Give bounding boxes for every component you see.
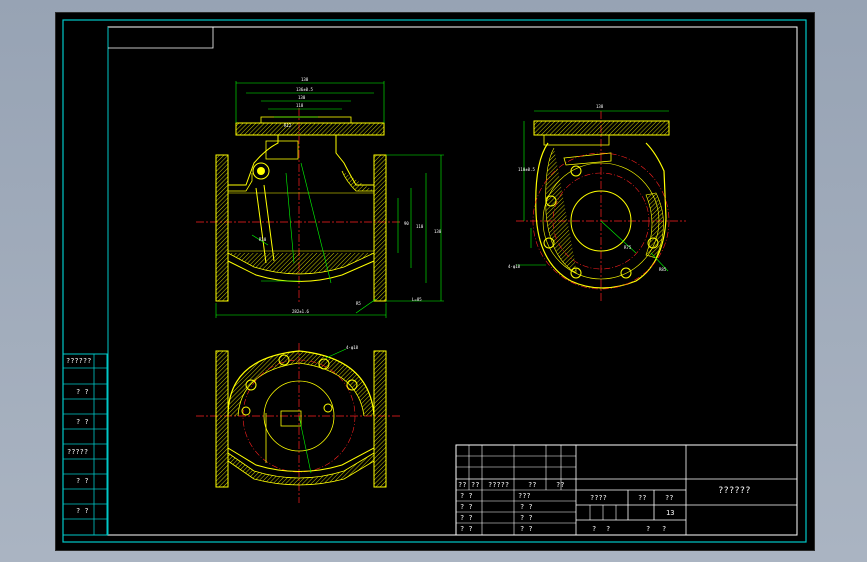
inner-frame bbox=[107, 26, 798, 536]
svg-text:R12: R12 bbox=[284, 123, 292, 128]
drawing-canvas: ?????? ? ? ? ? ????? ? ? ? ? ?????? bbox=[62, 19, 807, 543]
svg-text:R75: R75 bbox=[624, 245, 632, 250]
bottom-label-1: ? bbox=[592, 525, 596, 533]
bottom-label-4: ? bbox=[662, 525, 666, 533]
outer-frame bbox=[62, 19, 807, 543]
valve-top-section: 4-φ18 bbox=[196, 343, 401, 503]
valve-front-section: 138 136±0.5 130 118 R12 130 110 90 282±1… bbox=[196, 77, 444, 318]
svg-text:90: 90 bbox=[404, 221, 409, 226]
svg-text:4-φ18: 4-φ18 bbox=[508, 264, 521, 269]
header-cell-1: ?? bbox=[458, 481, 466, 489]
svg-text:110: 110 bbox=[416, 224, 424, 229]
svg-text:4-φ18: 4-φ18 bbox=[346, 345, 359, 350]
header-cell-4: ?? bbox=[528, 481, 536, 489]
svg-text:110±0.5: 110±0.5 bbox=[518, 167, 535, 172]
left-row-4: ? ? bbox=[460, 525, 473, 533]
side-label-3: ? ? bbox=[76, 418, 89, 426]
left-row-1: ? ? bbox=[460, 492, 473, 500]
sheet-value: 13 bbox=[666, 509, 674, 517]
mid-row-1: ??? bbox=[518, 492, 531, 500]
svg-text:R10: R10 bbox=[259, 237, 267, 242]
scale-label-1: ???? bbox=[590, 494, 607, 502]
scale-label-3: ?? bbox=[665, 494, 673, 502]
svg-text:282±1.6: 282±1.6 bbox=[292, 309, 309, 314]
svg-text:138: 138 bbox=[301, 77, 309, 82]
header-cell-2: ?? bbox=[471, 481, 479, 489]
left-row-3: ? ? bbox=[460, 514, 473, 522]
svg-text:R85: R85 bbox=[659, 267, 667, 272]
side-label-5: ? ? bbox=[76, 477, 89, 485]
svg-text:118: 118 bbox=[296, 103, 304, 108]
bottom-label-2: ? bbox=[606, 525, 610, 533]
svg-text:130: 130 bbox=[298, 95, 306, 100]
side-label-4: ????? bbox=[67, 448, 88, 456]
corner-tag-box bbox=[108, 27, 214, 49]
drawing-name: ?????? bbox=[718, 486, 751, 496]
valve-side-view: 138 110±0.5 4-φ18 R85 R75 bbox=[508, 104, 686, 303]
mid-row-2: ? ? bbox=[520, 503, 533, 511]
side-table: ?????? ? ? ? ? ????? ? ? ? ? bbox=[62, 353, 108, 536]
svg-text:L=85: L=85 bbox=[412, 297, 422, 302]
left-row-2: ? ? bbox=[460, 503, 473, 511]
header-cell-5: ?? bbox=[556, 481, 564, 489]
scale-label-2: ?? bbox=[638, 494, 646, 502]
mid-row-4: ? ? bbox=[520, 525, 533, 533]
cad-viewport[interactable]: ?????? ? ? ? ? ????? ? ? ? ? ?????? bbox=[55, 12, 815, 551]
bottom-label-3: ? bbox=[646, 525, 650, 533]
svg-text:R5: R5 bbox=[356, 301, 361, 306]
svg-text:138: 138 bbox=[596, 104, 604, 109]
svg-text:136±0.5: 136±0.5 bbox=[296, 87, 313, 92]
mid-row-3: ? ? bbox=[520, 514, 533, 522]
side-label-2: ? ? bbox=[76, 388, 89, 396]
side-label-6: ? ? bbox=[76, 507, 89, 515]
svg-text:130: 130 bbox=[434, 229, 442, 234]
header-cell-3: ????? bbox=[488, 481, 509, 489]
side-label-1: ?????? bbox=[66, 357, 91, 365]
title-block: ?????? ?? ?? ????? ?? ?? ???? ?? ?? 13 ?… bbox=[455, 444, 798, 536]
